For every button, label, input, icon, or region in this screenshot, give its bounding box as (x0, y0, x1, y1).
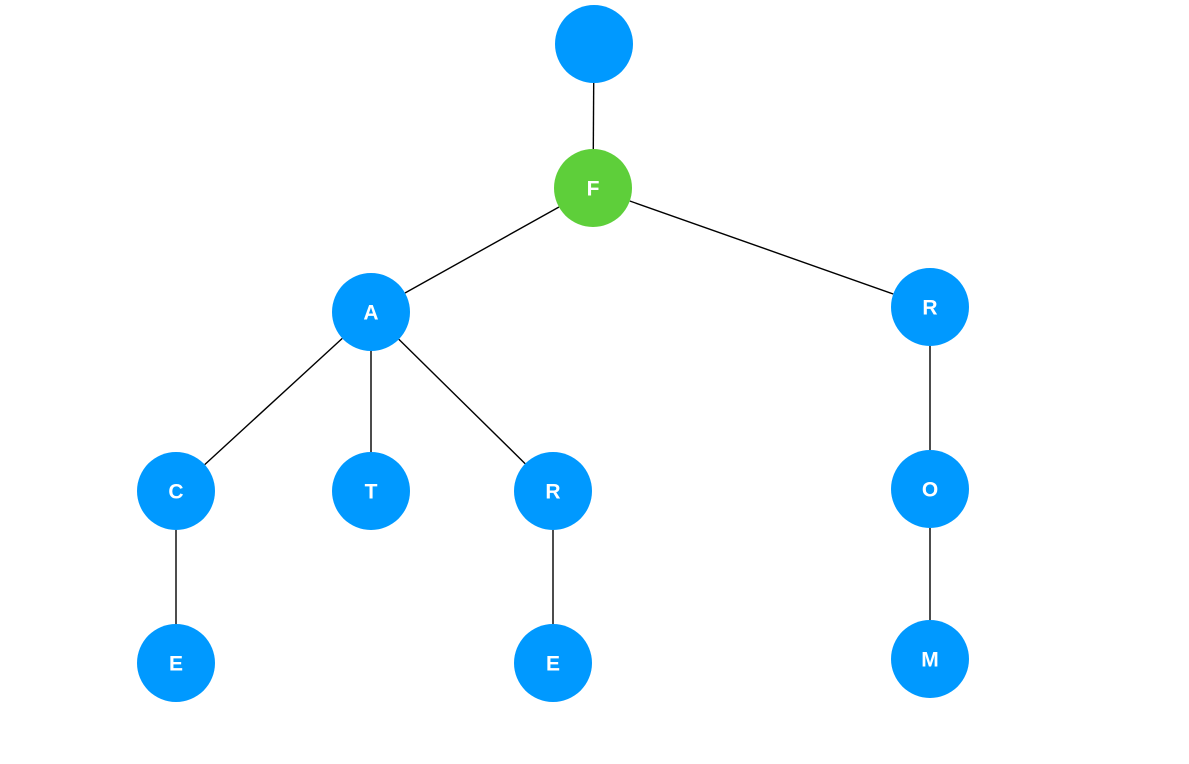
node-circle-r1 (891, 268, 969, 346)
node-label-o: O (922, 479, 938, 502)
node-circle-e1 (137, 624, 215, 702)
tree-node-e2: E (514, 624, 592, 702)
node-label-c: C (168, 481, 183, 504)
tree-node-r2: R (514, 452, 592, 530)
node-circle-m (891, 620, 969, 698)
node-circle-o (891, 450, 969, 528)
node-circle-e2 (514, 624, 592, 702)
tree-node-e1: E (137, 624, 215, 702)
tree-node-c: C (137, 452, 215, 530)
node-circle-a (332, 273, 410, 351)
edges-layer (175, 82, 931, 624)
node-label-r1: R (922, 297, 937, 320)
node-circle-t (332, 452, 410, 530)
node-label-r2: R (545, 481, 560, 504)
node-label-e1: E (169, 653, 183, 676)
node-label-t: T (365, 481, 378, 504)
node-label-a: A (363, 302, 378, 325)
node-label-e2: E (546, 653, 560, 676)
node-label-m: M (921, 649, 939, 672)
edge-f-a (404, 206, 560, 294)
tree-node-t: T (332, 452, 410, 530)
edge-a-c (204, 337, 343, 466)
tree-node-a: A (332, 273, 410, 351)
tree-node-o: O (891, 450, 969, 528)
node-circle-c (137, 452, 215, 530)
edge-f-r1 (629, 200, 894, 295)
node-circle-f (554, 149, 632, 227)
node-circle-root (555, 5, 633, 83)
nodes-layer: F A R C T R O E E M (137, 5, 969, 702)
node-label-f: F (587, 178, 600, 201)
tree-node-f: F (554, 149, 632, 227)
tree-node-m: M (891, 620, 969, 698)
node-circle-r2 (514, 452, 592, 530)
tree-node-root (555, 5, 633, 83)
edge-a-r2 (398, 338, 526, 465)
tree-node-r1: R (891, 268, 969, 346)
